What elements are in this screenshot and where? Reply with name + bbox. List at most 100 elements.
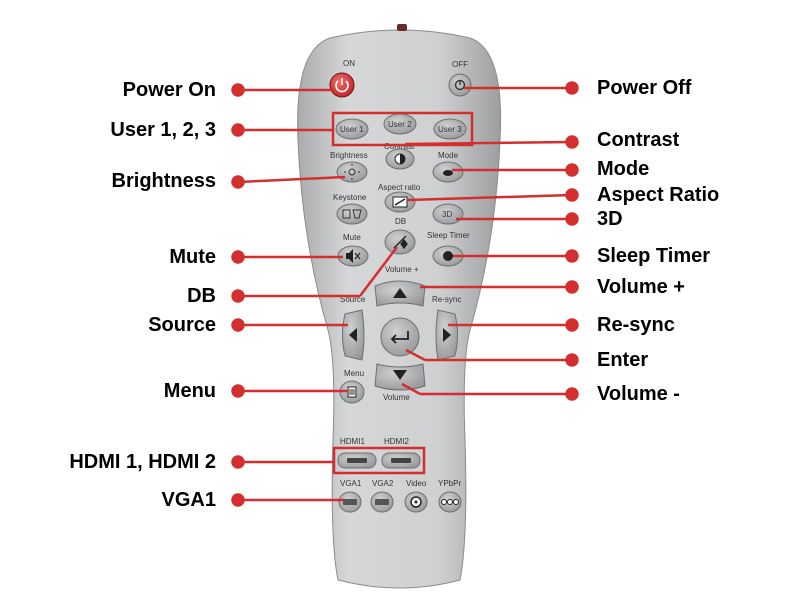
rca-icon [410, 496, 422, 508]
callout-mute: Mute [169, 246, 216, 268]
highlight-box-hdmi [332, 446, 426, 475]
callout-menu: Menu [163, 380, 216, 402]
leader-dot [565, 318, 579, 332]
mode-label: Mode [438, 151, 459, 160]
hdmi1-label: HDMI1 [340, 437, 365, 446]
callout-power-on: Power On [122, 79, 216, 101]
leader-dot [565, 135, 579, 149]
leader-lines [231, 81, 579, 507]
leader-brightness [237, 175, 346, 184]
callout-user: User 1, 2, 3 [110, 119, 216, 141]
leader-dot [565, 163, 579, 177]
callout-brightness: Brightness [111, 170, 216, 192]
callout-db: DB [187, 285, 216, 307]
cloud-icon [443, 170, 453, 176]
ypbpr-label: YPbPr [438, 479, 461, 488]
callout-volume-plus: Volume + [597, 276, 685, 298]
remote-label-on: ON [343, 59, 355, 68]
resync-label: Re-sync [432, 295, 461, 304]
callout-3d: 3D [597, 208, 623, 230]
leader-dot [565, 280, 579, 294]
remote-body [297, 24, 502, 589]
user1-label: User 1 [340, 125, 364, 134]
leader-dot [565, 81, 579, 95]
down-arrow-icon [393, 370, 407, 380]
leader-dot [231, 250, 245, 264]
leader-aspect [407, 193, 573, 202]
vga1-label: VGA1 [340, 479, 362, 488]
enter-button[interactable] [380, 317, 420, 357]
callout-volume-minus: Volume - [597, 383, 680, 405]
leader-volume-minus-d [401, 382, 421, 396]
contrast-label: Contrast [384, 142, 415, 151]
video-label: Video [406, 479, 427, 488]
leader-dot [565, 188, 579, 202]
mute-icon [346, 249, 361, 263]
user3-button[interactable] [433, 118, 467, 140]
leader-dot [231, 493, 245, 507]
leader-dot [231, 318, 245, 332]
db-icon [393, 235, 408, 250]
vga-port-icon [375, 499, 389, 505]
leader-dot [565, 249, 579, 263]
callout-enter: Enter [597, 349, 649, 371]
user3-label: User 3 [438, 125, 462, 134]
callout-aspect-ratio: Aspect Ratio [597, 184, 720, 206]
leader-dot [565, 212, 579, 226]
enter-icon [390, 331, 409, 344]
keystone-button[interactable] [336, 203, 368, 225]
component-icon [441, 499, 459, 505]
hdmi-port-icon [391, 458, 411, 463]
remote-label-off: OFF [452, 60, 468, 69]
menu-label: Menu [344, 369, 364, 378]
callout-mode: Mode [597, 158, 650, 180]
aspect-ratio-label: Aspect ratio [378, 183, 421, 192]
leader-contrast [404, 140, 573, 146]
contrast-icon [394, 153, 406, 165]
vga-port-icon [343, 499, 357, 505]
leader-dot [565, 353, 579, 367]
left-arrow-icon [349, 328, 357, 342]
up-arrow-icon [393, 288, 407, 298]
source-label: Source [340, 295, 366, 304]
vga2-label: VGA2 [372, 479, 394, 488]
brightness-label: Brightness [330, 151, 368, 160]
callout-power-off: Power Off [597, 77, 692, 99]
volume-label: Volume [383, 393, 410, 402]
3d-label: 3D [442, 210, 452, 219]
leader-dot [231, 83, 245, 97]
hdmi2-label: HDMI2 [384, 437, 409, 446]
leader-dot [231, 384, 245, 398]
sun-icon [344, 164, 360, 180]
volume-plus-label: Volume + [385, 265, 419, 274]
3d-button[interactable] [432, 203, 464, 225]
aspect-ratio-icon [392, 196, 408, 208]
hdmi-port-icon [347, 458, 367, 463]
right-arrow-icon [443, 328, 451, 342]
callout-resync: Re-sync [597, 314, 675, 336]
db-label: DB [395, 217, 406, 226]
callout-hdmi: HDMI 1, HDMI 2 [69, 451, 216, 473]
sleep-timer-label: Sleep Timer [427, 231, 470, 240]
moon-icon [443, 251, 453, 261]
keystone-icon [342, 209, 362, 219]
callout-vga1: VGA1 [161, 489, 216, 511]
leader-enter-d [405, 348, 426, 362]
user1-button[interactable] [335, 118, 369, 140]
leader-dot [565, 387, 579, 401]
power-icon [335, 78, 349, 93]
menu-icon [347, 386, 357, 398]
callout-sleep-timer: Sleep Timer [597, 245, 711, 267]
leader-dot [231, 289, 245, 303]
keystone-label: Keystone [333, 193, 367, 202]
leader-dot [231, 123, 245, 137]
leader-dot [231, 175, 245, 189]
mute-label: Mute [343, 233, 361, 242]
power-off-icon [454, 79, 466, 91]
callout-contrast: Contrast [597, 129, 680, 151]
user2-label: User 2 [388, 120, 412, 129]
leader-db-d [359, 246, 398, 297]
leader-dot [231, 455, 245, 469]
callout-source: Source [148, 314, 216, 336]
